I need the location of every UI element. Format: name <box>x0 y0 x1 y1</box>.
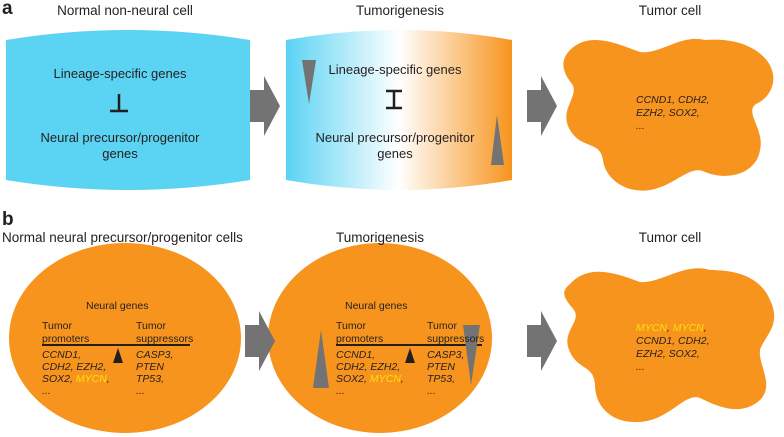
normal-neural-oval <box>9 243 241 433</box>
arrow-b1 <box>245 311 275 371</box>
mycn-highlight-2: MYCN <box>672 322 704 334</box>
tumor-b-genes-line1: MYCN, MYCN, <box>636 322 707 335</box>
tumor-cell-blob-b <box>564 268 775 423</box>
sox2-text: SOX2, <box>336 373 367 385</box>
heading-tumor-cell-b: Tumor cell <box>638 230 702 245</box>
heading-tumorigenesis-b: Tumorigenesis <box>335 230 425 245</box>
oval2-suppressor-gene-3: TP53, <box>427 373 456 385</box>
repression-symbol-2 <box>386 89 402 110</box>
oval1-promoter-gene-ellipsis: ... <box>42 385 51 397</box>
oval1-promoter-gene-3: SOX2, MYCN, <box>42 373 110 386</box>
box2-neural-genes: Neural precursor/progenitor genes <box>315 130 475 162</box>
oval1-promoter-gene-1: CCND1, <box>42 349 82 361</box>
mycn-highlight-1: MYCN <box>636 322 667 334</box>
box1-neural-genes: Neural precursor/progenitor genes <box>40 130 200 162</box>
oval1-tumor-promoters: Tumor promoters <box>42 320 90 345</box>
oval2-promoter-gene-ellipsis: ... <box>336 385 345 397</box>
oval1-suppressor-gene-3: TP53, <box>136 373 165 385</box>
comma: , <box>703 322 707 334</box>
oval2-suppressor-gene-2: PTEN <box>427 361 456 373</box>
oval2-promoter-gene-1: CCND1, <box>336 349 376 361</box>
oval2-promoter-gene-2: CDH2, EZH2, <box>336 361 401 373</box>
tumor-a-genes-line2: EZH2, SOX2, <box>636 107 700 119</box>
arrow-a1 <box>250 76 280 136</box>
arrow-b2 <box>527 311 557 371</box>
heading-normal-non-neural: Normal non-neural cell <box>57 3 193 18</box>
oval1-tumor-suppressors: Tumor suppressors <box>136 320 194 345</box>
increase-wedge <box>491 115 504 165</box>
fulcrum-2 <box>405 348 415 363</box>
mycn-highlight: MYCN <box>75 373 107 385</box>
box1-lineage-genes: Lineage-specific genes <box>53 66 187 81</box>
oval2-tumor-promoters: Tumor promoters <box>336 320 384 345</box>
oval2-suppressor-gene-ellipsis: ... <box>427 385 436 397</box>
box2-lineage-genes: Lineage-specific genes <box>328 62 462 77</box>
promoter-increase-wedge <box>313 330 329 388</box>
panel-label-b: b <box>2 209 14 230</box>
comma: , <box>106 373 110 385</box>
decrease-wedge <box>302 60 316 104</box>
oval2-promoter-gene-3: SOX2, MYCN, <box>336 373 404 386</box>
tumor-a-genes-line1: CCND1, CDH2, <box>636 94 710 106</box>
mycn-highlight: MYCN <box>369 373 401 385</box>
sox2-text: SOX2, <box>42 373 73 385</box>
tumorigenesis-box <box>286 30 512 190</box>
suppressor-decrease-wedge <box>463 325 480 385</box>
oval2-tumor-suppressors: Tumor suppressors <box>427 320 485 345</box>
tumor-b-genes-line3: EZH2, SOX2, <box>636 348 700 360</box>
tumor-a-genes-line3: ... <box>636 120 645 132</box>
tumor-b-genes-line2: CCND1, CDH2, <box>636 335 710 347</box>
oval1-promoter-gene-2: CDH2, EZH2, <box>42 361 107 373</box>
oval1-neural-genes: Neural genes <box>86 300 149 312</box>
repression-symbol-1 <box>110 94 128 113</box>
fulcrum-1 <box>113 348 123 363</box>
oval1-suppressor-gene-2: PTEN <box>136 361 165 373</box>
heading-tumorigenesis-a: Tumorigenesis <box>355 3 445 18</box>
heading-tumor-cell-a: Tumor cell <box>638 3 702 18</box>
arrow-a2 <box>527 76 557 136</box>
panel-label-a: a <box>2 0 13 19</box>
tumor-cell-blob-a <box>563 38 774 191</box>
comma: , <box>400 373 404 385</box>
oval1-suppressor-gene-1: CASP3, <box>136 349 174 361</box>
comma: , <box>666 322 673 334</box>
tumor-b-genes-line4: ... <box>636 361 645 373</box>
oval2-neural-genes: Neural genes <box>345 300 408 312</box>
oval2-suppressor-gene-1: CASP3, <box>427 349 465 361</box>
oval1-suppressor-gene-ellipsis: ... <box>136 385 145 397</box>
heading-normal-neural-precursor: Normal neural precursor/progenitor cells <box>2 230 243 245</box>
